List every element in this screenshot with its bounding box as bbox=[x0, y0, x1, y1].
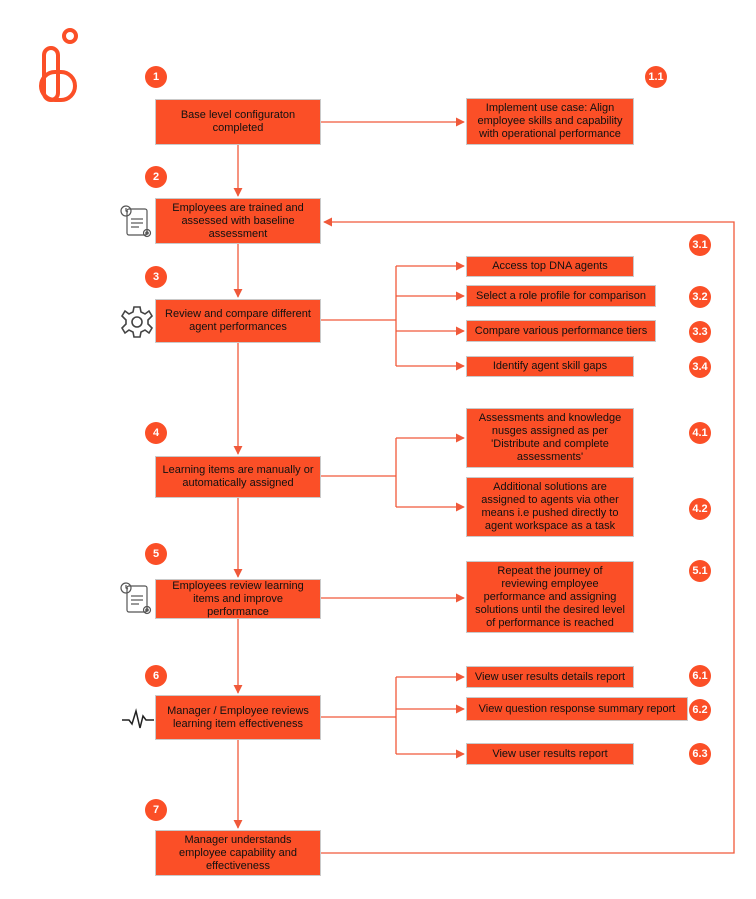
substep-6.2-badge: 6.2 bbox=[689, 699, 711, 721]
substep-6.2-box: View question response summary report bbox=[466, 697, 688, 721]
substep-5.1-badge: 5.1 bbox=[689, 560, 711, 582]
connector-4-branches bbox=[321, 438, 397, 507]
substep-4.1-box: Assessments and knowledge nusges assigne… bbox=[466, 408, 634, 468]
connector-6-branches bbox=[321, 677, 397, 754]
connector-loop-7-2 bbox=[321, 217, 735, 854]
substep-6.3-box: View user results report bbox=[466, 743, 634, 765]
substep-4.2-badge: 4.2 bbox=[689, 498, 711, 520]
substep-4.1-badge: 4.1 bbox=[689, 422, 711, 444]
step-5-label: Employees review learning items and impr… bbox=[172, 579, 304, 618]
assessment-document-gear-icon bbox=[120, 582, 152, 615]
substep-6.2-label: View question response summary report bbox=[478, 702, 676, 715]
substep-6.1-badge: 6.1 bbox=[689, 665, 711, 687]
step-1-box: Base level configuraton completed bbox=[155, 99, 321, 145]
step-6-label: Manager / Employee reviews learning item… bbox=[167, 704, 309, 730]
step-7-label: Manager understands employee capability … bbox=[178, 833, 298, 872]
substep-3.1-box: Access top DNA agents bbox=[466, 256, 634, 277]
step-5-box: Employees review learning items and impr… bbox=[155, 579, 321, 619]
substep-3.4-badge: 3.4 bbox=[689, 356, 711, 378]
step-2-label: Employees are trained and assessed with … bbox=[172, 201, 304, 240]
step-7-box: Manager understands employee capability … bbox=[155, 830, 321, 876]
step-3-box: Review and compare different agent perfo… bbox=[155, 299, 321, 343]
step-6-badge: 6 bbox=[145, 665, 167, 687]
brand-logo bbox=[39, 28, 78, 102]
substep-5.1-box: Repeat the journey of reviewing employee… bbox=[466, 561, 634, 633]
substep-1.1-box: Implement use case: Align employee skill… bbox=[466, 98, 634, 145]
substep-3.4-box: Identify agent skill gaps bbox=[466, 356, 634, 377]
connector-3-branches bbox=[321, 266, 397, 366]
substep-6.1-box: View user results details report bbox=[466, 666, 634, 688]
step-4-box: Learning items are manually or automatic… bbox=[155, 456, 321, 498]
substep-1.1-badge: 1.1 bbox=[645, 66, 667, 88]
substep-4.2-label: Additional solutions are assigned to age… bbox=[481, 481, 619, 532]
substep-6.3-label: View user results report bbox=[492, 747, 608, 760]
substep-3.3-label: Compare various performance tiers bbox=[474, 324, 648, 337]
substep-3.1-label: Access top DNA agents bbox=[492, 260, 608, 272]
step-4-label: Learning items are manually or automatic… bbox=[162, 464, 314, 489]
step-3-badge: 3 bbox=[145, 266, 167, 288]
step-3-label: Review and compare different agent perfo… bbox=[165, 308, 311, 333]
substep-3.2-box: Select a role profile for comparison bbox=[466, 285, 656, 307]
step-2-box: Employees are trained and assessed with … bbox=[155, 198, 321, 244]
substep-3.2-badge: 3.2 bbox=[689, 286, 711, 308]
substep-4.1-label: Assessments and knowledge nusges assigne… bbox=[478, 412, 622, 463]
substep-4.2-box: Additional solutions are assigned to age… bbox=[466, 477, 634, 537]
step-1-label: Base level configuraton completed bbox=[180, 109, 296, 134]
step-4-badge: 4 bbox=[145, 422, 167, 444]
pulse-wave-icon bbox=[122, 708, 154, 729]
assessment-document-gear-icon bbox=[120, 205, 152, 238]
step-2-badge: 2 bbox=[145, 166, 167, 188]
substep-3.2-label: Select a role profile for comparison bbox=[476, 289, 646, 302]
substep-5.1-label: Repeat the journey of reviewing employee… bbox=[475, 564, 625, 629]
substep-1.1-label: Implement use case: Align employee skill… bbox=[477, 102, 623, 140]
step-1-badge: 1 bbox=[145, 66, 167, 88]
substep-3.1-badge: 3.1 bbox=[689, 234, 711, 256]
gear-icon bbox=[120, 306, 154, 338]
substep-3.3-badge: 3.3 bbox=[689, 321, 711, 343]
step-5-badge: 5 bbox=[145, 543, 167, 565]
step-6-box: Manager / Employee reviews learning item… bbox=[155, 695, 321, 740]
substep-3.4-label: Identify agent skill gaps bbox=[492, 360, 608, 372]
substep-3.3-box: Compare various performance tiers bbox=[466, 320, 656, 342]
substep-6.1-label: View user results details report bbox=[474, 670, 626, 683]
substep-6.3-badge: 6.3 bbox=[689, 743, 711, 765]
step-7-badge: 7 bbox=[145, 799, 167, 821]
